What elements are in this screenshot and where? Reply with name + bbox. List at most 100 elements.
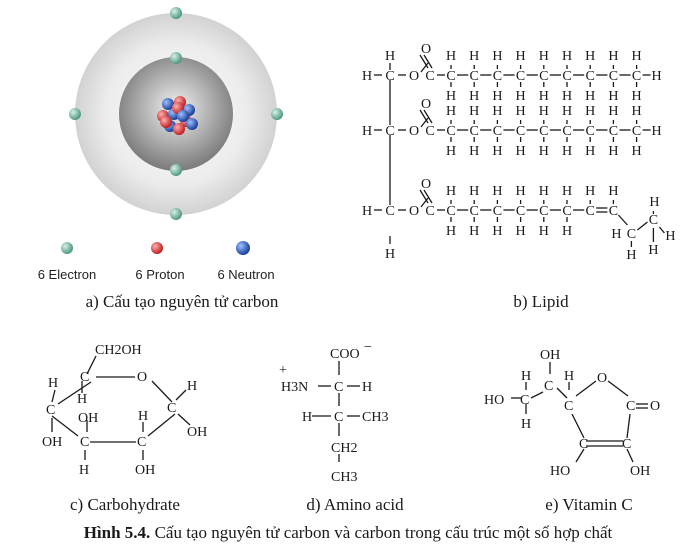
caption-d: d) Amino acid [306,495,404,514]
lipid-chain-h: H [469,184,479,199]
lipid-chain-c: C [470,69,479,84]
lipid-chain-h: H [608,49,618,64]
lipid-chain-c: C [516,69,525,84]
lipid-alkene-c: C [609,204,618,219]
lipid-backbone-h: H [362,124,372,139]
lipid-chain-h: H [469,89,479,104]
c-oh-bottom: OH [135,463,155,478]
legend-neutron: 6 Neutron [217,267,274,282]
proton-icon [151,242,163,254]
legend-electron: 6 Electron [38,267,97,282]
c-oh-right: OH [187,425,207,440]
panel-c-carbohydrate: CH2OH C O H C H OH OH C H H C OH C H OH … [42,343,207,514]
caption-e: e) Vitamin C [545,495,632,514]
lipid-chain-c: C [632,69,641,84]
electron-icon [69,108,81,120]
c-h2: H [77,392,87,407]
lipid-ester-o: O [409,204,419,219]
c-oh-left: OH [42,435,62,450]
bond [423,189,433,204]
lipid-chain-h: H [516,144,526,159]
lipid-chain-h: H [516,89,526,104]
lipid-chain-h: H [492,49,502,64]
lipid-carbonyl-c: C [425,69,434,84]
lipid-carbonyl-c: C [425,124,434,139]
electron-icon [271,108,283,120]
lipid-chain-h: H [516,49,526,64]
lipid-carbonyl-c: C [425,204,434,219]
d-c-alpha: C [334,380,343,395]
lipid-chain-h: H [665,229,675,244]
e-o-ring: O [597,371,607,386]
c-oh-mid: OH [78,411,98,426]
e-c-chain2: C [544,379,553,394]
lipid-alkene-c: C [586,204,595,219]
lipid-carbonyl-o: O [421,42,431,57]
lipid-chain-h: H [562,49,572,64]
lipid-terminal-h: H [652,69,662,84]
c-c4: C [137,435,146,450]
bond [419,189,429,204]
d-h-beta: H [302,410,312,425]
lipid-carbonyl-o: O [421,177,431,192]
lipid-chain-h: H [608,89,618,104]
c-c5: C [167,401,176,416]
d-h3n: H3N [281,380,308,395]
lipid-chain-c: C [446,124,455,139]
lipid-chain-h: H [492,144,502,159]
lipid-chain-h: H [492,224,502,239]
lipid-chain-h: H [562,184,572,199]
lipid-chain-c: C [609,69,618,84]
panel-a-atom: 6 Electron 6 Proton 6 Neutron a) Cấu tạo… [38,7,283,311]
lipid-chain-h: H [585,144,595,159]
lipid-chain-h: H [469,49,479,64]
lipid-chain-h: H [516,104,526,119]
lipid-chain-c: C [539,204,548,219]
e-c-chain1: C [520,393,529,408]
lipid-chain-h: H [516,184,526,199]
d-plus: + [279,363,287,378]
lipid-chain-h: H [539,144,549,159]
c-c1: C [80,370,89,385]
lipid-chain-h: H [585,89,595,104]
lipid-chain-h: H [562,89,572,104]
lipid-chain-h: H [469,104,479,119]
c-ch2oh: CH2OH [95,343,142,358]
e-h-left: H [521,369,531,384]
lipid-chain-h: H [492,104,502,119]
nucleus [157,96,198,135]
lipid-chain-h: H [446,184,456,199]
lipid-chain-h: H [446,89,456,104]
lipid-chain-h: H [585,104,595,119]
lipid-chain-h: H [585,49,595,64]
bond [420,197,429,208]
electron-icon [170,164,182,176]
lipid-chain-h: H [469,224,479,239]
e-c-ring2: C [622,437,631,452]
bond [617,214,628,226]
lipid-chain-c: C [493,124,502,139]
lipid-chain-h: H [446,49,456,64]
lipid-chain-h: H [446,104,456,119]
c-h4: H [138,409,148,424]
lipid-chain-h: H [516,224,526,239]
lipid-chain-h: H [492,184,502,199]
lipid-backbone-c: C [385,124,394,139]
lipid-chain-h: H [446,224,456,239]
panel-d-amino-acid: COO − + H3N C H H C CH3 CH2 CH3 d) Amino… [279,340,404,514]
d-coo: COO [330,347,360,362]
lipid-chain-h: H [648,243,658,258]
caption-c: c) Carbohydrate [70,495,180,514]
bond [420,62,429,73]
bond [636,221,648,231]
e-h-bottom: H [521,417,531,432]
figure-title: Hình 5.4. Cấu tạo nguyên tử carbon và ca… [84,523,613,542]
lipid-chain-h: H [446,144,456,159]
lipid-chain-c: C [470,204,479,219]
lipid-ester-o: O [409,69,419,84]
figure-title-number: Hình 5.4. [84,523,151,542]
lipid-chain-c: C [493,204,502,219]
electron-icon [170,208,182,220]
electron-icon [61,242,73,254]
